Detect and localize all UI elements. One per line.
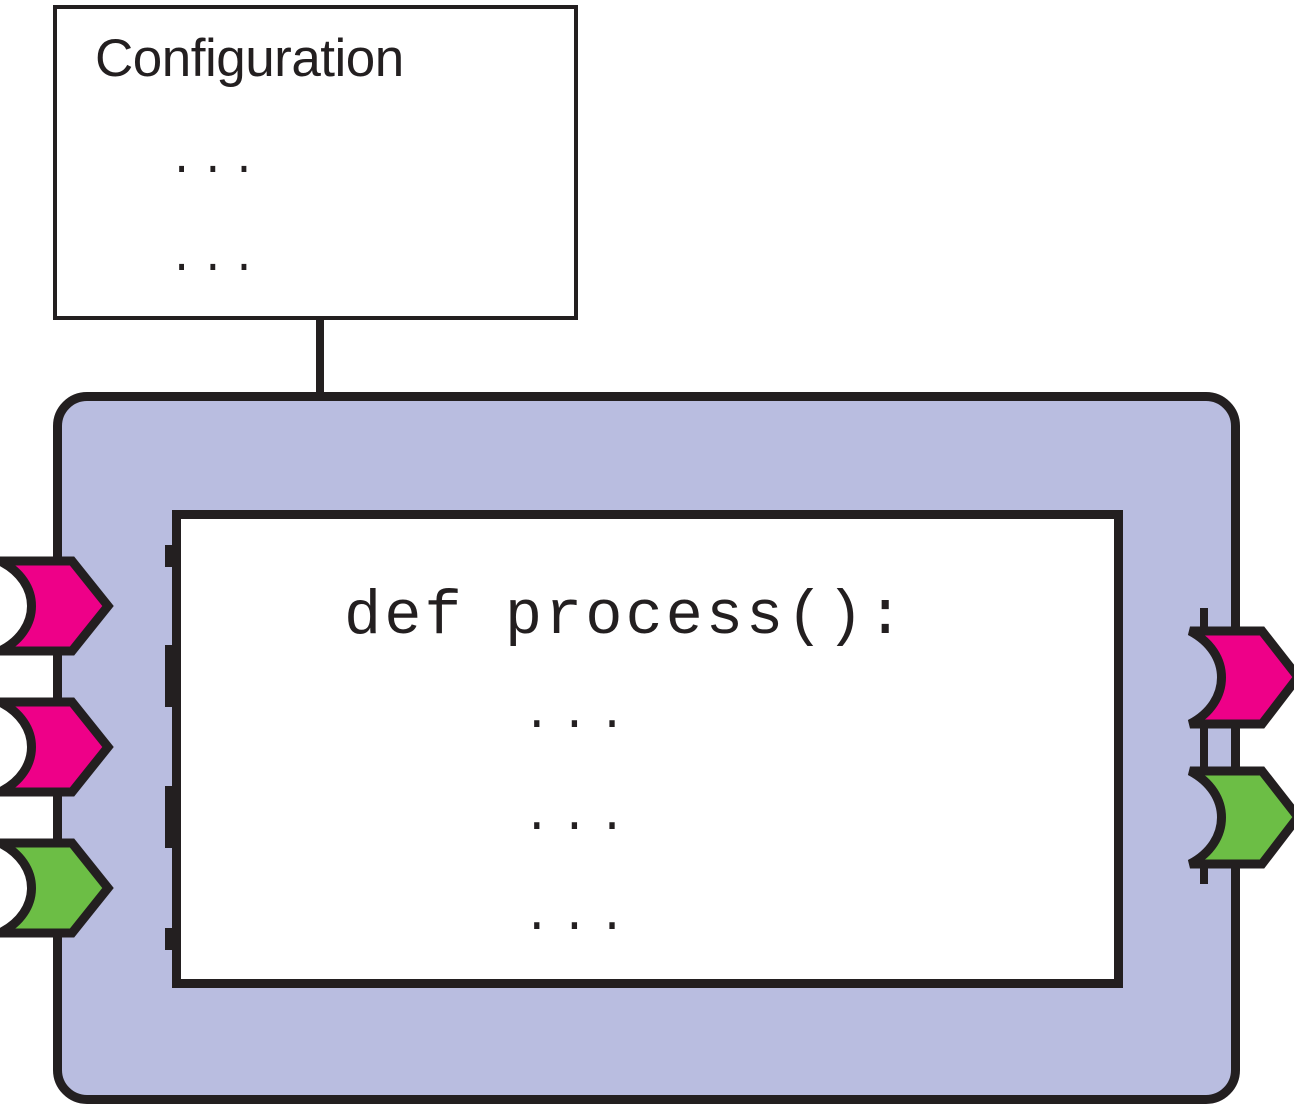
- configuration-ellipsis-line-2: ...: [169, 235, 263, 283]
- input-port-1-shape: [0, 556, 114, 656]
- output-port-1-shape: [1187, 626, 1294, 729]
- output-port-2-shape: [1187, 766, 1294, 869]
- input-port-3[interactable]: [0, 838, 114, 938]
- code-ellipsis-line-1: ...: [523, 689, 636, 741]
- input-port-stub-3: [165, 786, 173, 848]
- code-function-signature: def process():: [344, 581, 907, 652]
- input-port-stub-2: [165, 645, 173, 707]
- configuration-box: Configuration ... ...: [53, 5, 578, 320]
- output-port-stub-3: [1200, 858, 1208, 884]
- input-port-3-shape: [0, 838, 114, 938]
- configuration-title: Configuration: [95, 29, 404, 88]
- configuration-ellipsis-line-1: ...: [169, 137, 263, 185]
- code-ellipsis-line-2: ...: [523, 791, 636, 843]
- input-port-stub-1: [165, 545, 173, 567]
- input-port-2[interactable]: [0, 697, 114, 797]
- code-box: def process(): ... ... ...: [172, 510, 1123, 988]
- input-port-stub-4: [165, 928, 173, 950]
- output-port-2[interactable]: [1186, 766, 1294, 869]
- input-port-2-shape: [0, 697, 114, 797]
- input-port-1[interactable]: [0, 556, 114, 656]
- output-port-stub-2: [1200, 718, 1208, 776]
- output-port-stub-1: [1200, 608, 1208, 634]
- configuration-connector-line: [316, 318, 324, 396]
- output-port-1[interactable]: [1186, 626, 1294, 729]
- code-ellipsis-line-3: ...: [523, 891, 636, 943]
